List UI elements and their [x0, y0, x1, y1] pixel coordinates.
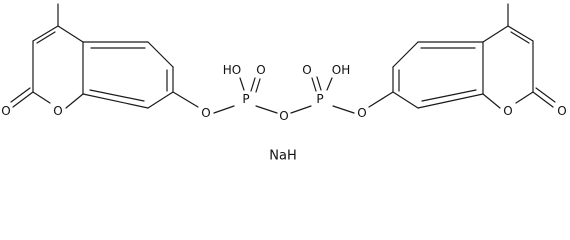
chemical-structure-diagram: O O O P HO O O P OH O O O O NaH — [1, 3, 567, 164]
bond-right-o1-c8a — [482, 93, 501, 109]
bond-left-c8-c8a — [82, 93, 149, 109]
bond-right-c3-inner — [510, 31, 530, 44]
bond-left-c5-c6 — [147, 41, 174, 68]
bond-left-carbonyl — [12, 91, 34, 108]
bond-right-c8a-c8 — [417, 93, 484, 109]
bond-left-carbonyl-inner — [10, 87, 31, 103]
atom-oh-right: OH — [332, 63, 350, 77]
atom-ester-o-right: O — [357, 106, 366, 120]
bond-left-c3-c3-inner — [36, 31, 56, 44]
bond-p-right-double-o — [311, 77, 317, 92]
bond-left-c7-oester — [172, 91, 199, 108]
right-coumarin — [392, 3, 556, 109]
bond-left-c2-o1 — [32, 91, 51, 104]
pyrophosphate-bridge — [213, 76, 394, 114]
atom-bridge-o: O — [279, 109, 288, 123]
bond-right-c8-c7 — [392, 91, 419, 109]
bond-p-left-bridge-o — [255, 105, 278, 114]
counterion-label: NaH — [269, 149, 296, 164]
atom-p-left: P — [242, 92, 249, 106]
bond-p-right-oh — [326, 77, 333, 91]
atom-ring-o-left: O — [53, 104, 62, 118]
bond-p-right-double-o-inner — [316, 76, 322, 91]
bond-right-c8-inner — [421, 89, 477, 102]
bond-p-left-oh — [239, 77, 245, 91]
atom-oh-left: HO — [223, 63, 241, 77]
bond-right-c2-o1 — [515, 91, 534, 104]
bond-oester-p-left — [213, 105, 235, 114]
atom-double-o-right: O — [302, 63, 311, 77]
bond-left-c8-inner — [89, 89, 145, 102]
atom-ring-o-right: O — [503, 104, 512, 118]
bond-right-c6-c5 — [392, 41, 419, 68]
bond-p-left-double-o — [250, 77, 256, 92]
bond-left-o1-c8a — [65, 93, 84, 109]
bond-bridge-o-p-right — [290, 105, 312, 114]
atom-ester-o-left: O — [201, 106, 210, 120]
bond-left-c4a-c4 — [57, 25, 84, 43]
bond-right-c4-c3 — [507, 25, 534, 42]
atom-carbonyl-o-left: O — [1, 104, 10, 118]
bond-right-carbonyl — [532, 91, 554, 108]
bond-oester-c7-right — [368, 91, 394, 108]
bond-p-left-double-o-inner — [255, 78, 261, 93]
atom-double-o-left: O — [256, 63, 265, 77]
left-coumarin — [10, 3, 199, 109]
atom-carbonyl-o-right: O — [557, 104, 566, 118]
bond-left-c4-c3 — [32, 25, 59, 42]
bond-right-carbonyl-inner — [535, 87, 556, 103]
atom-p-right: P — [316, 92, 323, 106]
bond-left-c7-c8 — [147, 91, 174, 109]
bond-p-right-oester — [332, 105, 355, 114]
bond-right-c4a-c4 — [482, 25, 509, 43]
